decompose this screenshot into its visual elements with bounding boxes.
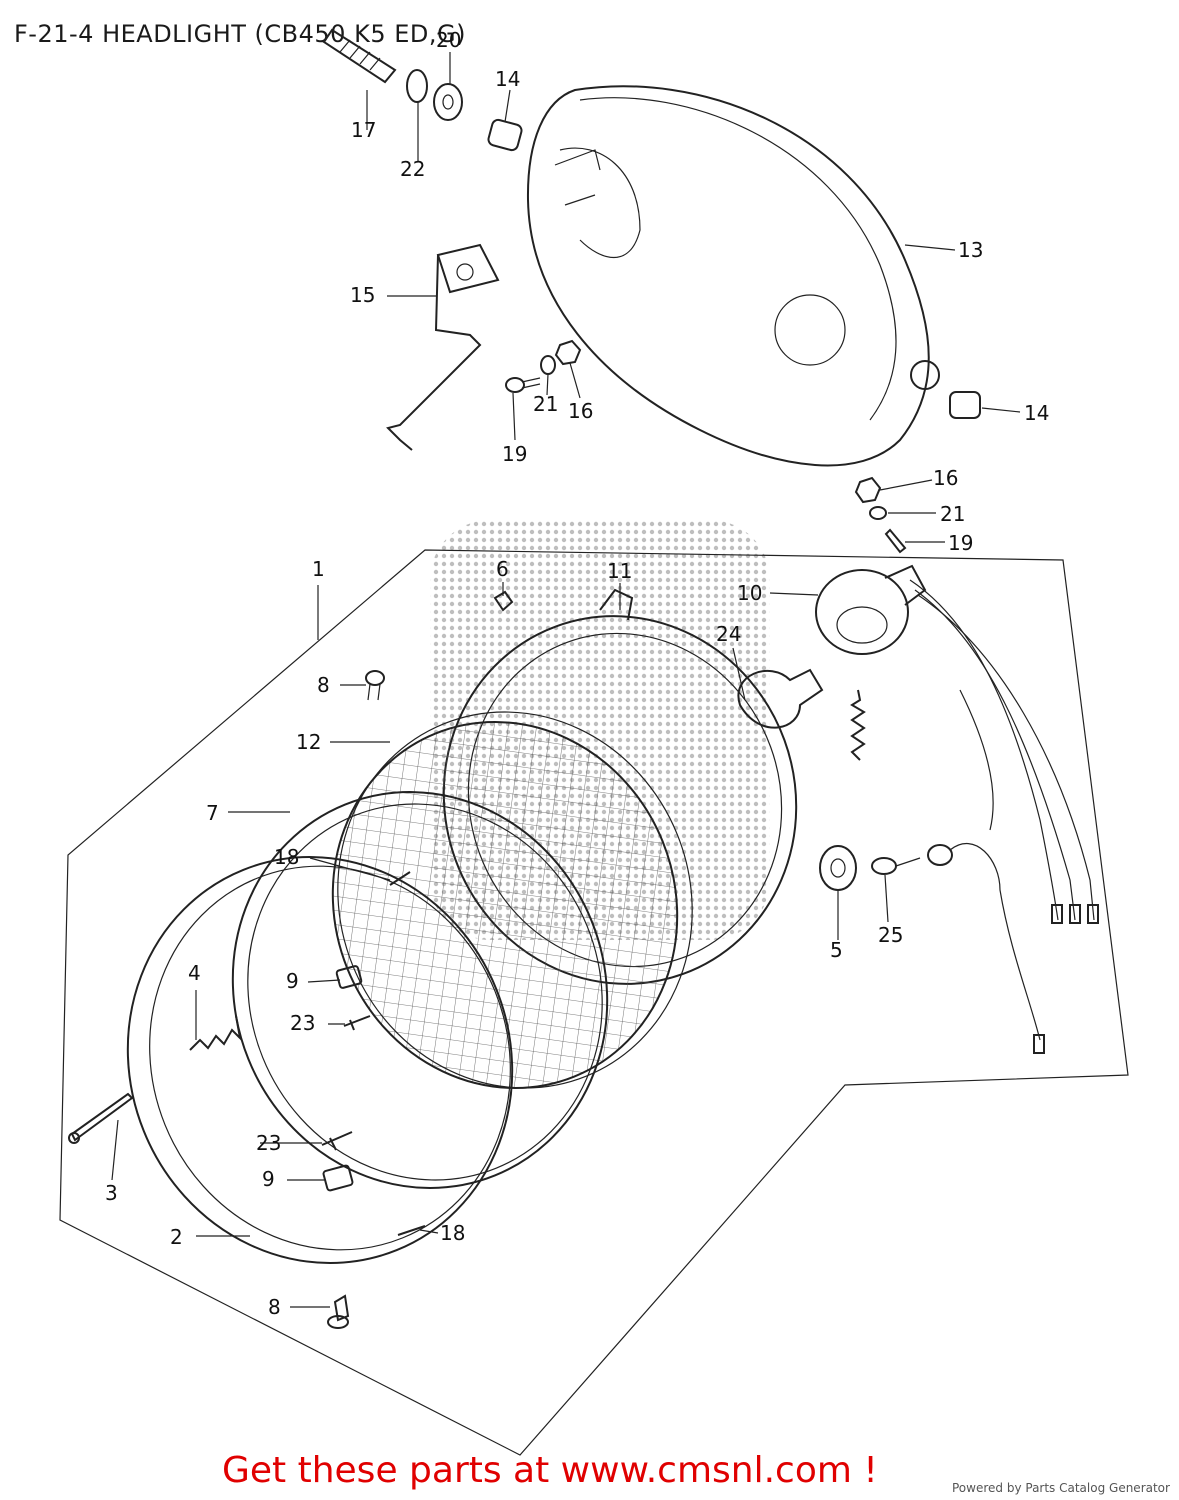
callout-8-lower: 8: [268, 1295, 281, 1319]
callout-11: 11: [607, 559, 632, 583]
callout-labels: 17 22 20 14 13 15 19 21 16 14 16 21 19 1…: [105, 28, 1049, 1319]
screw-19-upper: [505, 377, 541, 393]
callout-25: 25: [878, 923, 903, 947]
callout-9-lower: 9: [262, 1167, 275, 1191]
callout-21-upper: 21: [533, 392, 558, 416]
washer-20: [433, 83, 463, 121]
callout-5: 5: [830, 938, 843, 962]
callout-20: 20: [436, 28, 461, 52]
headlight-rim: [126, 856, 514, 1264]
headlight-bulb-24: [737, 668, 824, 729]
pin-23-lower: [321, 1131, 353, 1151]
callout-1: 1: [312, 557, 325, 581]
ground-bracket: [386, 243, 500, 451]
bushing-upper: [487, 118, 523, 152]
washer-20-hole: [442, 94, 454, 110]
callout-4: 4: [188, 961, 201, 985]
callout-22: 22: [400, 157, 425, 181]
callout-13: 13: [958, 238, 983, 262]
screw-18-lower: [397, 1225, 426, 1236]
callout-12: 12: [296, 730, 321, 754]
inner-ring: [231, 791, 609, 1189]
callout-6: 6: [496, 557, 509, 581]
callout-18-lower: 18: [440, 1221, 465, 1245]
callout-14-upper: 14: [495, 67, 520, 91]
callout-23-upper: 23: [290, 1011, 315, 1035]
callout-16-upper: 16: [568, 399, 593, 423]
bushing-lower: [949, 391, 981, 419]
assembly-boundary: [59, 549, 1129, 1456]
callout-18-upper: 18: [274, 845, 299, 869]
callout-9-upper: 9: [286, 969, 299, 993]
spring-4: [189, 1015, 242, 1051]
screw-8-lower: [327, 1294, 350, 1329]
headlight-rim-inner: [149, 865, 511, 1251]
wiring-harness: [909, 579, 1099, 1054]
callout-17: 17: [351, 118, 376, 142]
callout-8-upper: 8: [317, 673, 330, 697]
socket-spring: [850, 689, 866, 761]
callout-15: 15: [350, 283, 375, 307]
shop-link[interactable]: Get these parts at www.cmsnl.com !: [222, 1450, 878, 1491]
callout-21-lower: 21: [940, 502, 965, 526]
nut-16-lower: [854, 476, 882, 504]
screw-19-lower: [884, 528, 907, 554]
callout-19-lower: 19: [948, 531, 973, 555]
headlight-case: [526, 85, 940, 467]
callout-23-lower: 23: [256, 1131, 281, 1155]
nut-16-upper: [554, 339, 582, 366]
bulb-socket-10: [815, 564, 927, 655]
clip-6: [493, 590, 514, 612]
leader-lines: [111, 52, 1021, 1308]
callout-7: 7: [206, 801, 219, 825]
generator-credit: Powered by Parts Catalog Generator: [952, 1481, 1170, 1495]
inner-ring-lip: [247, 803, 603, 1181]
lockwasher-21-upper: [540, 355, 556, 375]
callout-3: 3: [105, 1181, 118, 1205]
mount-bolt: [322, 28, 397, 84]
pin-23-upper: [343, 1015, 371, 1031]
callout-19-upper: 19: [502, 442, 527, 466]
clip-nut-9-lower: [322, 1164, 354, 1192]
grommet-5: [819, 845, 857, 891]
diagram-title: F-21-4 HEADLIGHT (CB450 K5 ED,G): [14, 20, 466, 48]
callout-2: 2: [170, 1225, 183, 1249]
lockwasher-21-lower: [869, 506, 887, 520]
washer-22: [406, 69, 428, 103]
callout-16-lower: 16: [933, 466, 958, 490]
adjust-screw-3: [68, 1092, 134, 1144]
pilot-bulb-25: [871, 844, 953, 875]
grommet-5-hole: [830, 858, 846, 878]
screw-8-upper: [365, 670, 385, 701]
callout-14-lower: 14: [1024, 401, 1049, 425]
callout-10: 10: [737, 581, 762, 605]
callout-24: 24: [716, 622, 741, 646]
screw-18-upper: [389, 871, 411, 886]
